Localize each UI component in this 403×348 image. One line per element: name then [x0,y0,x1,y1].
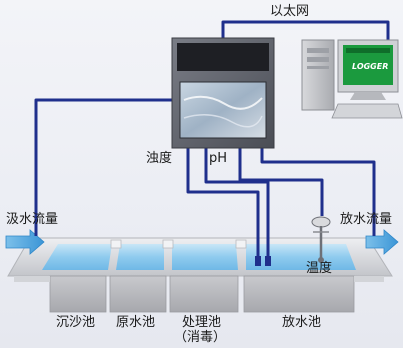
tank-assembly [7,237,393,313]
signal-lines [34,20,390,262]
discharge-flow-label: 放水流量 [340,212,393,227]
water-discharge [246,244,356,270]
recorder [171,37,275,149]
intake-flow-label: 汲水流量 [6,212,59,227]
turbidity-probe [255,256,261,266]
ph-line [204,146,270,262]
water-treatment [172,244,238,270]
recorder-screen [179,81,267,139]
temperature-sensor [311,216,331,263]
water-sedimentation [42,244,112,270]
tank-treatment [169,275,239,313]
ethernet-line [221,20,390,40]
ethernet-label: 以太网 [270,4,310,19]
discharge-flow-line [260,146,376,236]
pc-keyboard [331,103,403,119]
tank-sublabel-treatment: （消毒） [174,330,227,345]
tank-raw [109,275,167,313]
temperature-label: 温度 [306,261,333,276]
tank-sedimentation [49,275,107,313]
intake-flow-line [34,98,176,236]
water-raw [116,244,164,270]
computer [301,39,403,119]
tank-label-raw: 原水池 [116,315,156,330]
recorder-top-panel [177,43,269,71]
tank-label-treatment: 处理池 [182,315,222,330]
turbidity-label: 浊度 [146,151,173,166]
tank-label-sedimentation: 沉沙池 [56,315,96,330]
tank-label-discharge: 放水池 [282,315,322,330]
tank-discharge [243,275,355,313]
temperature-line [238,146,324,216]
ph-probe [265,256,271,266]
turbidity-line [186,146,260,262]
ph-label: pH [209,151,228,166]
pc-screen-logo: LOGGER [352,62,389,71]
